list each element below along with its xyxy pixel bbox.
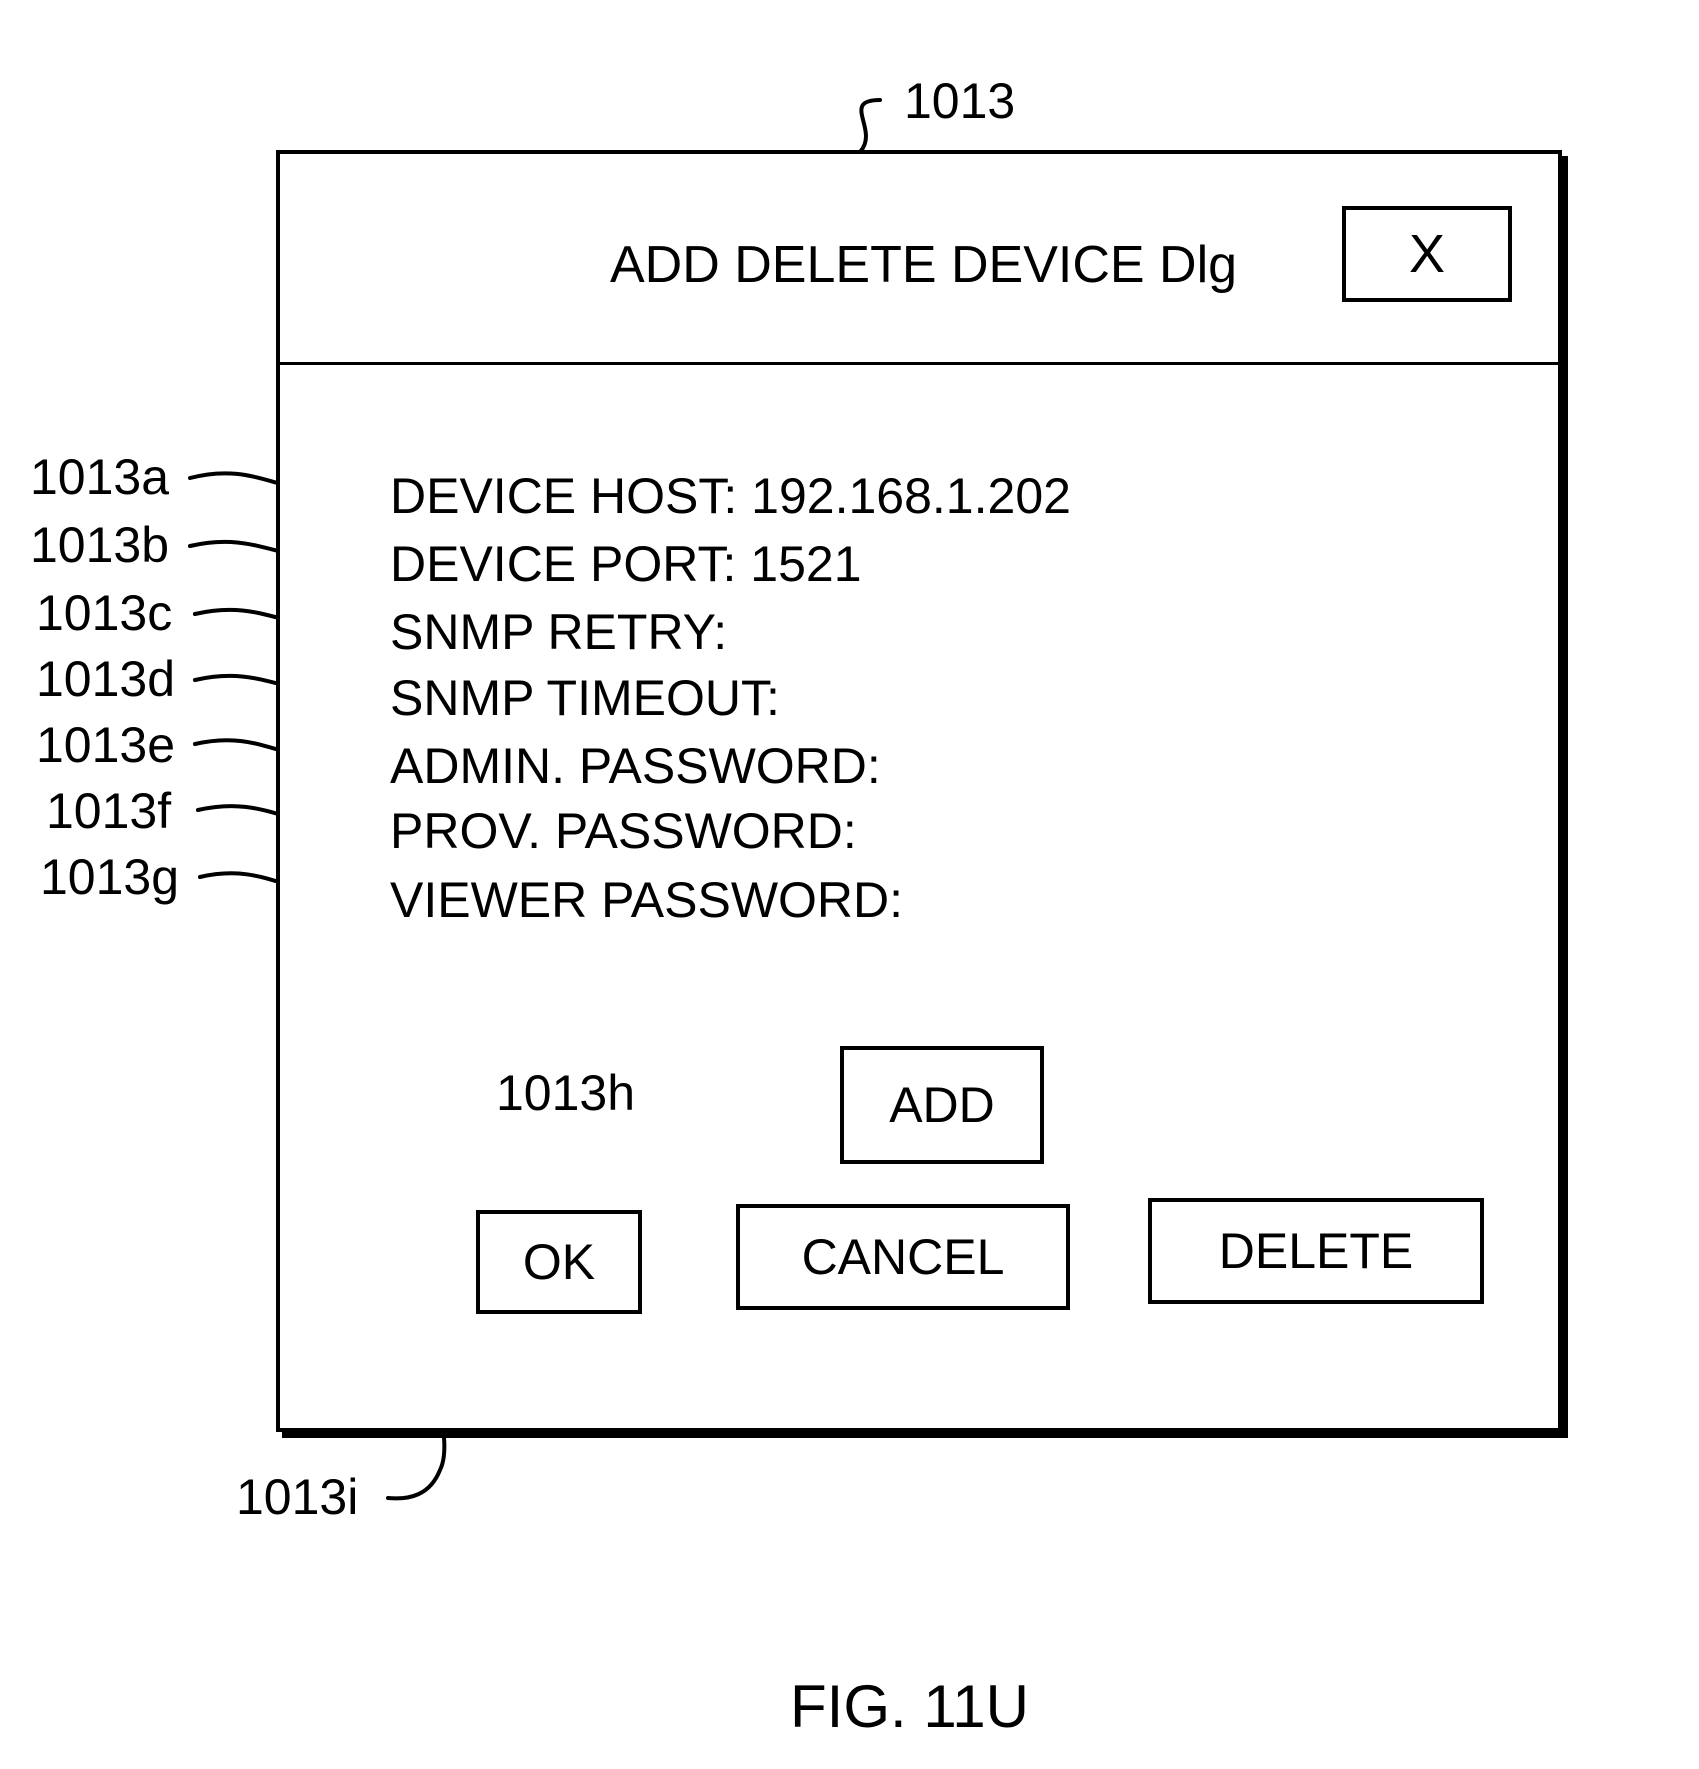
ref-1013c: 1013c xyxy=(36,585,173,641)
field-snmp-timeout[interactable]: SNMP TIMEOUT: xyxy=(390,670,780,726)
ref-1013i: 1013i xyxy=(236,1469,359,1525)
delete-button[interactable]: DELETE xyxy=(1148,1198,1484,1304)
dialog-ref: 1013 xyxy=(904,73,1016,129)
add-button-label: ADD xyxy=(889,1077,995,1133)
field-viewer-password[interactable]: VIEWER PASSWORD: xyxy=(390,872,904,928)
ref-1013d: 1013d xyxy=(36,651,176,707)
leader-1013 xyxy=(858,98,882,154)
ref-1013a: 1013a xyxy=(30,449,170,505)
ok-button-label: OK xyxy=(522,1234,596,1290)
cancel-button[interactable]: CANCEL xyxy=(736,1204,1070,1310)
field-device-port[interactable]: DEVICE PORT: 1521 xyxy=(390,536,862,592)
field-admin-password[interactable]: ADMIN. PASSWORD: xyxy=(390,738,881,794)
close-button[interactable]: X xyxy=(1342,206,1512,302)
dialog-title-bar: ADD DELETE DEVICE Dlg X xyxy=(280,154,1558,365)
close-icon: X xyxy=(1408,224,1446,284)
ref-1013e: 1013e xyxy=(36,717,176,773)
ok-button[interactable]: OK xyxy=(476,1210,642,1314)
ref-1013f: 1013f xyxy=(46,783,172,839)
cancel-button-label: CANCEL xyxy=(801,1229,1005,1285)
ref-1013g: 1013g xyxy=(40,849,180,905)
add-button[interactable]: ADD xyxy=(840,1046,1044,1164)
figure-label: FIG. 11U xyxy=(790,1673,1029,1740)
delete-button-label: DELETE xyxy=(1218,1223,1414,1279)
field-prov-password[interactable]: PROV. PASSWORD: xyxy=(390,803,857,859)
ref-1013b: 1013b xyxy=(30,517,170,573)
ref-1013h: 1013h xyxy=(496,1065,636,1121)
dialog-title: ADD DELETE DEVICE Dlg xyxy=(610,236,1238,294)
add-delete-device-dialog: ADD DELETE DEVICE Dlg X DEVICE HOST: 192… xyxy=(276,150,1562,1432)
field-device-host[interactable]: DEVICE HOST: 192.168.1.202 xyxy=(390,468,1071,524)
field-snmp-retry[interactable]: SNMP RETRY: xyxy=(390,604,728,660)
